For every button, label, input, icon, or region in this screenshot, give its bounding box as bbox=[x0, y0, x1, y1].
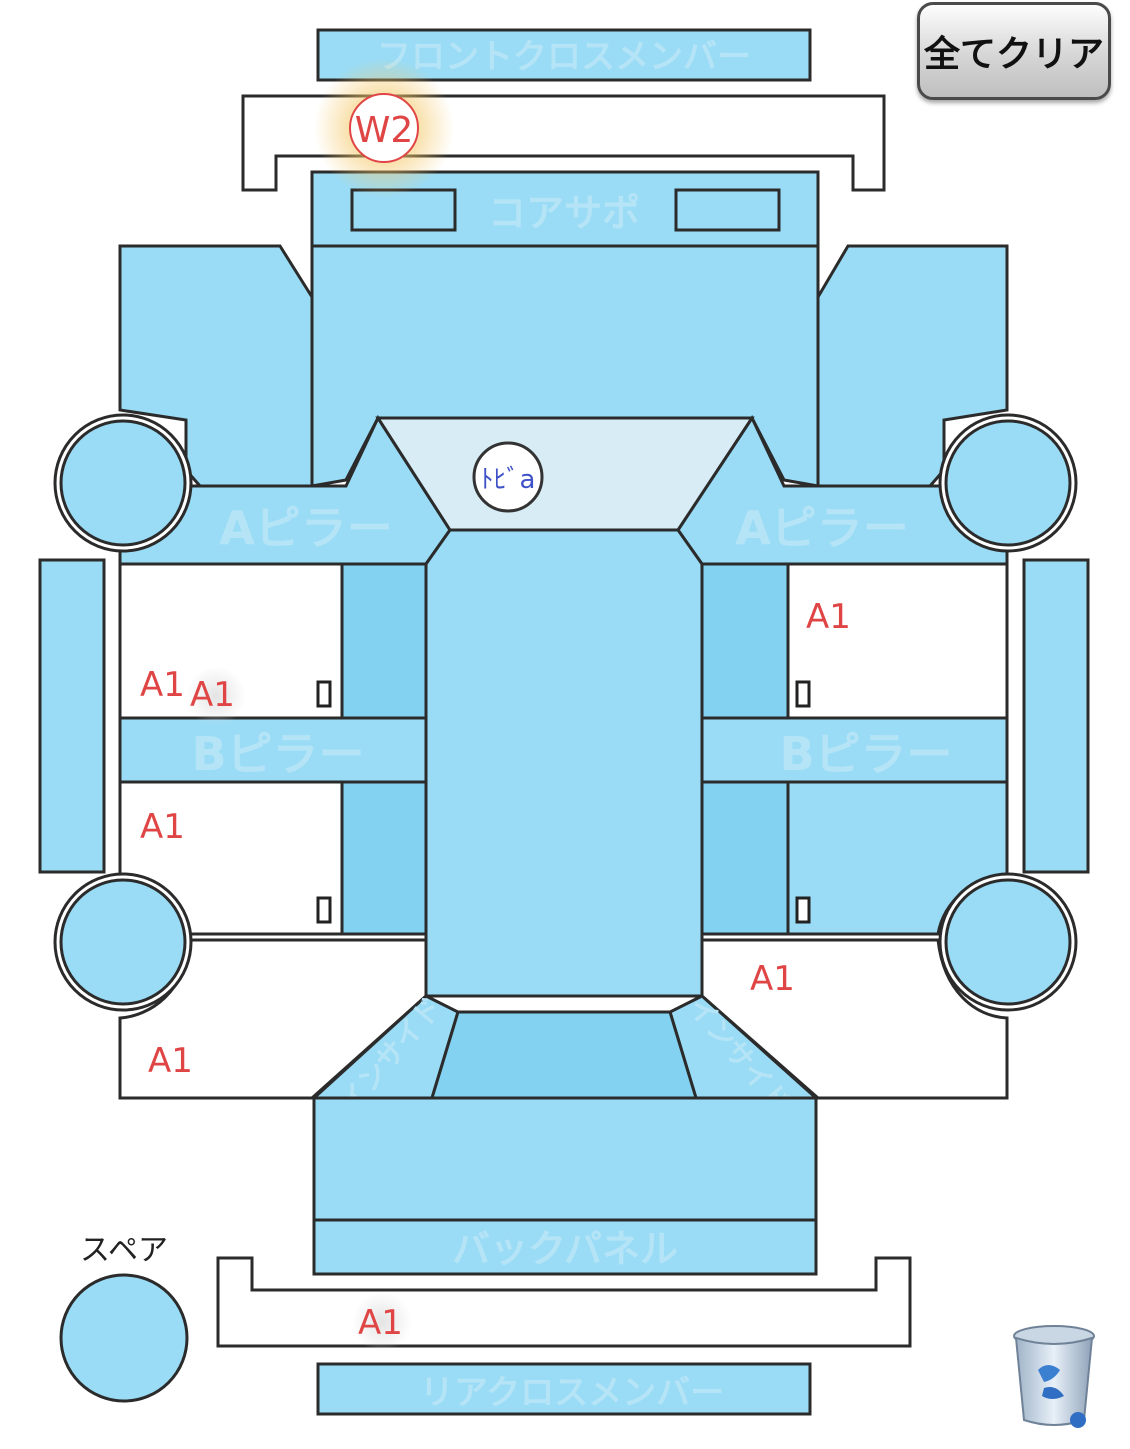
front-door-right[interactable] bbox=[786, 562, 1009, 720]
spare-tire[interactable]: スペア bbox=[59, 1233, 189, 1403]
back-panel[interactable]: バックパネル bbox=[312, 1218, 818, 1276]
clear-all-button[interactable]: 全てクリア bbox=[917, 2, 1111, 100]
rear-cross-member-label: リアクロスメンバー bbox=[420, 1373, 724, 1413]
trash-bin-icon[interactable] bbox=[1008, 1322, 1104, 1434]
front-door-left-glass[interactable] bbox=[340, 562, 428, 720]
mark-front-door-left-2[interactable]: A1 bbox=[190, 675, 235, 715]
b-pillar-left[interactable]: Bピラー bbox=[118, 716, 428, 784]
wheel-front-left[interactable] bbox=[53, 413, 193, 553]
mark-front-door-right[interactable]: A1 bbox=[806, 597, 851, 637]
mark-front-bumper[interactable]: W2 bbox=[349, 93, 419, 163]
mark-quarter-left[interactable]: A1 bbox=[148, 1041, 193, 1081]
trunk-lid[interactable] bbox=[312, 1096, 818, 1222]
spare-label: スペア bbox=[80, 1233, 168, 1268]
a-pillar-left[interactable]: Aピラー bbox=[118, 414, 452, 566]
mark-windshield[interactable]: ﾄﾋﾞa bbox=[472, 441, 544, 513]
rear-door-left-handle bbox=[316, 896, 332, 924]
mark-rear-door-left[interactable]: A1 bbox=[140, 807, 185, 847]
rear-door-right-handle bbox=[795, 896, 811, 924]
wheel-front-right[interactable] bbox=[938, 413, 1078, 553]
rear-door-left-glass[interactable] bbox=[340, 780, 428, 936]
side-step-right[interactable] bbox=[1022, 558, 1090, 874]
mark-soft-shadow bbox=[186, 666, 246, 726]
wheel-rear-right[interactable] bbox=[938, 872, 1078, 1012]
a-pillar-right-label: Aピラー bbox=[735, 501, 909, 555]
a-pillar-left-label: Aピラー bbox=[219, 501, 393, 555]
trunk-floor[interactable] bbox=[429, 1010, 699, 1100]
front-door-left-handle bbox=[316, 680, 332, 708]
side-step-left[interactable] bbox=[38, 558, 106, 874]
b-pillar-left-label: Bピラー bbox=[191, 727, 364, 781]
trash-bin-graphic bbox=[1013, 1325, 1095, 1428]
front-cross-member-label: フロントクロスメンバー bbox=[377, 37, 751, 77]
rear-cross-member[interactable]: リアクロスメンバー bbox=[316, 1362, 812, 1416]
back-panel-label: バックパネル bbox=[452, 1227, 678, 1271]
mark-front-bumper-text: W2 bbox=[355, 110, 414, 151]
rear-door-right-glass[interactable] bbox=[700, 780, 790, 936]
mark-quarter-right[interactable]: A1 bbox=[750, 959, 795, 999]
core-support-label: コアサポ bbox=[488, 191, 640, 235]
roof[interactable] bbox=[424, 528, 704, 998]
mark-rear-bumper[interactable]: A1 bbox=[358, 1303, 403, 1343]
b-pillar-right-label: Bピラー bbox=[779, 727, 952, 781]
a-pillar-right[interactable]: Aピラー bbox=[676, 414, 1009, 566]
wheel-rear-left[interactable] bbox=[53, 872, 193, 1012]
mark-windshield-text: ﾄﾋﾞa bbox=[481, 465, 536, 495]
front-door-right-handle bbox=[795, 680, 811, 708]
b-pillar-right[interactable]: Bピラー bbox=[700, 716, 1009, 784]
front-door-right-glass[interactable] bbox=[700, 562, 790, 720]
mark-front-door-left-1[interactable]: A1 bbox=[140, 665, 185, 705]
mark-soft-shadow-rear bbox=[352, 1292, 412, 1352]
